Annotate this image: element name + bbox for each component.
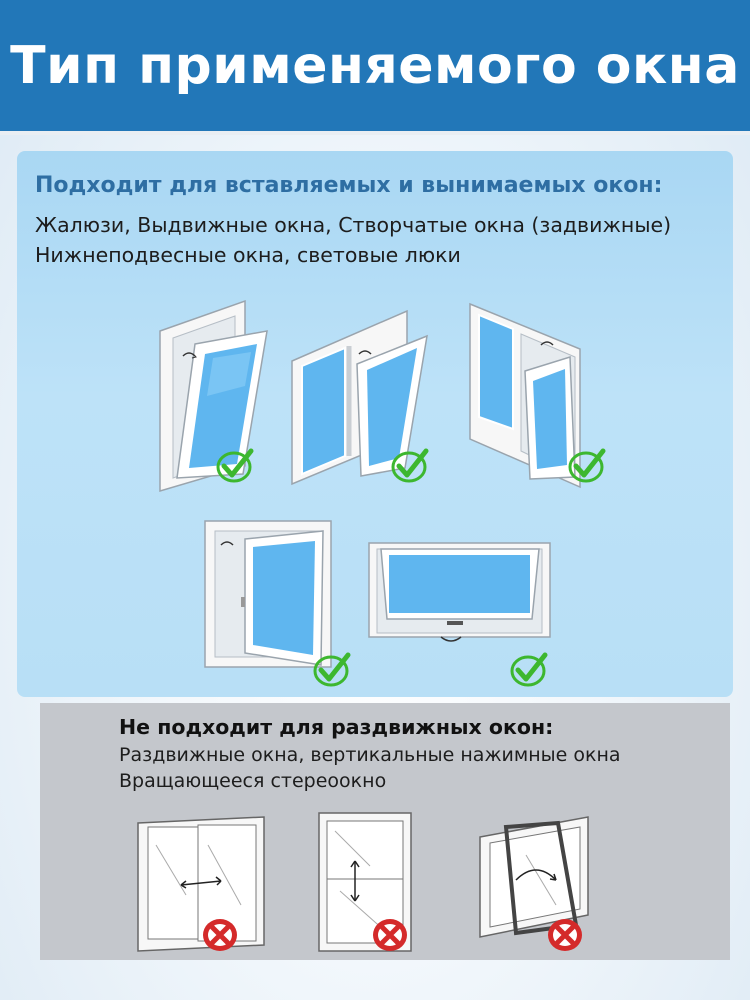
- green-check-icon: [568, 448, 606, 483]
- unsuitable-line-2: Вращающееся стереоокно: [119, 770, 387, 792]
- tilt-window-image: [159, 299, 268, 493]
- red-cross-icon: [548, 919, 582, 951]
- green-check-icon: [216, 448, 254, 483]
- suitable-line-2: Нижнеподвесные окна, световые люки: [35, 243, 461, 267]
- casement-window-image: [291, 309, 428, 486]
- front-casement-window-image: [204, 520, 332, 668]
- red-cross-icon: [203, 919, 237, 951]
- green-check-icon: [510, 652, 548, 687]
- green-check-icon: [313, 652, 351, 687]
- sliding-window-image: [137, 816, 265, 952]
- open-sash-window-image: [469, 302, 581, 489]
- header-banner: Тип применяемого окна: [0, 0, 750, 135]
- suitable-line-1: Жалюзи, Выдвижные окна, Створчатые окна …: [35, 213, 672, 237]
- unsuitable-panel: Не подходит для раздвижных окон: Раздвиж…: [40, 703, 730, 960]
- suitable-heading: Подходит для вставляемых и вынимаемых ок…: [35, 173, 663, 198]
- unsuitable-heading: Не подходит для раздвижных окон:: [119, 715, 554, 739]
- green-check-icon: [391, 448, 429, 483]
- unsuitable-line-1: Раздвижные окна, вертикальные нажимные о…: [119, 744, 621, 766]
- page-title: Тип применяемого окна: [10, 35, 740, 96]
- top-hung-window-image: [368, 542, 551, 642]
- pivot-window-image: [479, 816, 589, 938]
- red-cross-icon: [373, 919, 407, 951]
- suitable-panel: Подходит для вставляемых и вынимаемых ок…: [17, 151, 733, 697]
